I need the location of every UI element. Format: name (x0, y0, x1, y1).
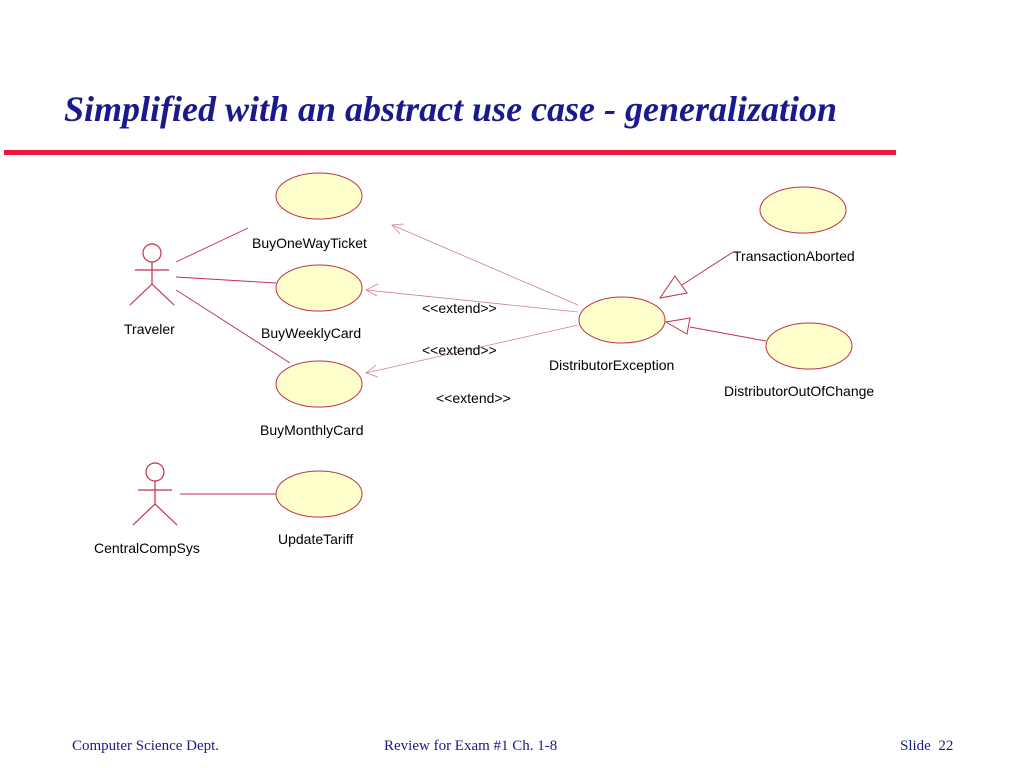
use-case-label-updatetariff: UpdateTariff (278, 531, 354, 547)
traveler-actor-left-leg (129, 283, 153, 306)
use-case-label-distributorexception: DistributorException (549, 357, 675, 373)
extend-arrowhead-buyweeklycard (365, 283, 379, 297)
central-actor-head (145, 462, 165, 482)
footer-department: Computer Science Dept. (72, 738, 220, 754)
extend-arrowhead-buymonthlycard (365, 364, 379, 378)
use-case-ellipse-updatetariff (275, 470, 363, 518)
traveler-actor (129, 243, 175, 306)
use-case-label-buyweeklycard: BuyWeeklyCard (261, 325, 362, 341)
traveler-actor-head (142, 243, 162, 263)
slide-title: Simplified with an abstract use case - g… (64, 89, 838, 129)
extend-line-buymonthlycard (365, 324, 579, 374)
extend-stereotype-label: <<extend>> (422, 342, 497, 358)
extend-arrowhead-buyonewayticket (391, 223, 405, 235)
use-case-ellipse-buymonthlycard (275, 360, 363, 408)
use-case-ellipse-transactionaborted (759, 186, 847, 234)
association-traveler-buymonthlycard (175, 289, 291, 364)
footer-course-title: Review for Exam #1 Ch. 1-8 (384, 738, 558, 754)
use-case-ellipse-buyweeklycard (275, 264, 363, 312)
extend-stereotype-label: <<extend>> (422, 300, 497, 316)
generalization-arrowhead-transactionaborted (658, 275, 688, 299)
title-divider (4, 150, 896, 155)
actor-label-traveler: Traveler (124, 321, 175, 337)
central-actor-left-leg (132, 503, 156, 526)
actor-label-centralcompsys: CentralCompSys (94, 540, 200, 556)
generalization-arrowhead-distributoroutofchange (664, 317, 691, 335)
centralcompsys-actor (132, 462, 178, 526)
footer-slide-number: Slide 22 (900, 738, 954, 754)
use-case-ellipse-distributorexception (578, 296, 666, 344)
use-case-label-buymonthlycard: BuyMonthlyCard (260, 422, 364, 438)
generalization-line-distributoroutofchange (689, 326, 767, 342)
extend-stereotype-label: <<extend>> (436, 390, 511, 406)
generalization-line-transactionaborted (681, 251, 734, 286)
association-traveler-buyweeklycard (175, 276, 277, 284)
traveler-actor-right-leg (151, 283, 175, 306)
extend-line-buyweeklycard (365, 289, 579, 313)
central-actor-right-leg (154, 503, 178, 526)
use-case-ellipse-buyonewayticket (275, 172, 363, 220)
extend-line-buyonewayticket (391, 224, 579, 306)
association-traveler-buyonewayticket (175, 227, 249, 263)
use-case-ellipse-distributoroutofchange (765, 322, 853, 370)
use-case-label-distributoroutofchange: DistributorOutOfChange (724, 383, 875, 399)
use-case-label-buyonewayticket: BuyOneWayTicket (252, 235, 367, 251)
use-case-label-transactionaborted: TransactionAborted (733, 248, 855, 264)
